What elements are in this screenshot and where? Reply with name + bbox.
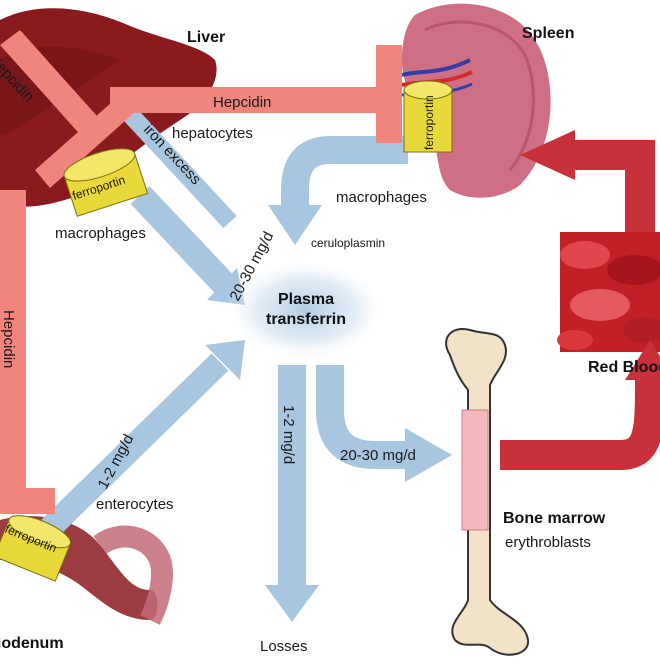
ferroportin-spleen	[403, 80, 453, 153]
red-blood-cells-label: Red Blood Cells	[588, 359, 660, 376]
ferroportin-spleen-label: ferroportin	[422, 95, 436, 150]
hepatocytes-label: hepatocytes	[172, 125, 253, 142]
plasma-to-marrow-arrow	[316, 365, 452, 482]
hepcidin-left-bar	[0, 190, 55, 514]
duodenum-label: Duodenum	[0, 635, 64, 652]
transferrin-label: transferrin	[266, 311, 346, 328]
plasma-to-losses-arrow	[265, 365, 319, 622]
hepcidin-left-label: Hepcidin	[0, 310, 17, 368]
flow-plasma-losses-label: 1-2 mg/d	[280, 405, 297, 464]
ceruloplasmin-label: ceruloplasmin	[311, 236, 385, 250]
erythroblasts-label: erythroblasts	[505, 534, 591, 551]
bone-marrow-label: Bone marrow	[503, 510, 606, 527]
rbc-to-spleen-arrow	[520, 130, 655, 232]
ferroportin-duodenum	[0, 515, 72, 582]
losses-label: Losses	[260, 638, 308, 655]
liver-label: Liver	[187, 29, 225, 46]
ferroportin-liver	[63, 148, 149, 217]
plasma-label: Plasma	[278, 291, 334, 308]
hepcidin-diagonal-bar	[0, 30, 135, 188]
hepcidin-top-bar	[110, 45, 402, 143]
enterocytes-label: enterocytes	[96, 496, 174, 513]
macrophages-spleen-label: macrophages	[336, 189, 427, 206]
bone-femur	[445, 328, 530, 656]
spleen-to-plasma-arrow	[268, 136, 408, 245]
macrophages-liver-label: macrophages	[55, 225, 146, 242]
plasma-transferrin-node	[224, 258, 388, 362]
duodenum-to-plasma-arrow	[41, 340, 245, 537]
marrow-to-rbc-arrow	[500, 340, 660, 470]
hepcidin-top-label: Hepcidin	[213, 94, 271, 111]
red-blood-cells-image	[557, 232, 660, 352]
spleen-label: Spleen	[522, 25, 574, 42]
flow-plasma-marrow-label: 20-30 mg/d	[340, 447, 416, 464]
